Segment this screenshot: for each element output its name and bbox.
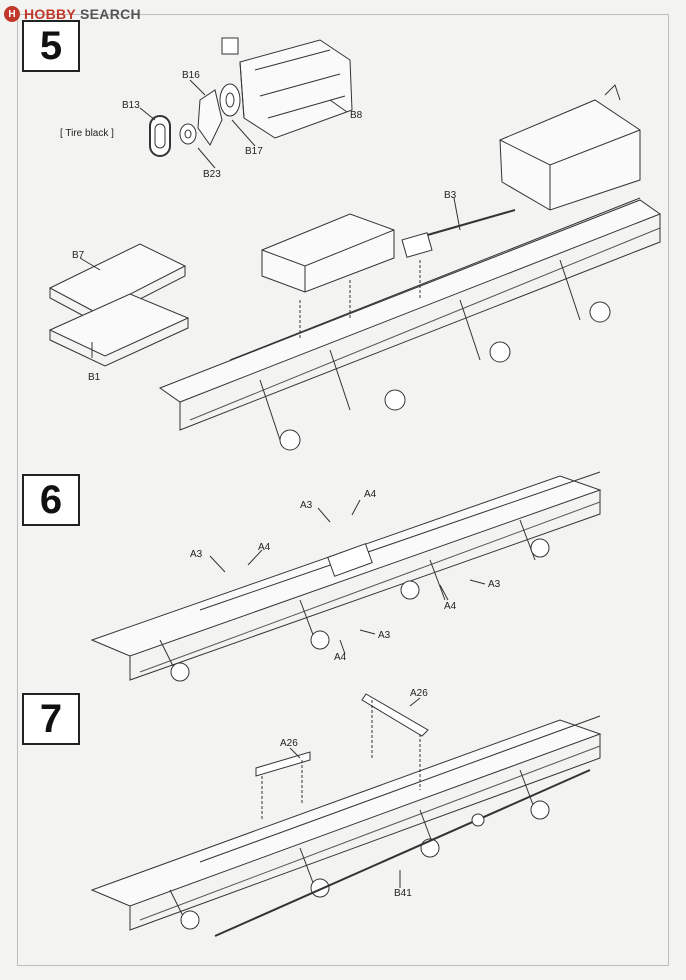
part-label-a3-3: A3 — [488, 579, 501, 590]
part-label-a3-4: A3 — [378, 630, 391, 641]
step-number-6: 6 — [22, 474, 80, 526]
part-label-b7: B7 — [72, 250, 85, 261]
hub-b23-drawing — [179, 123, 197, 145]
chassis-frame-step5 — [158, 197, 662, 451]
part-label-b41: B41 — [394, 888, 412, 899]
step-7-illustration — [90, 693, 602, 937]
page-frame — [17, 14, 669, 966]
spare-bracket-drawing — [197, 83, 241, 146]
part-label-b16: B16 — [182, 70, 200, 81]
watermark: H HOBBY SEARCH — [4, 4, 141, 24]
watermark-text: HOBBY SEARCH — [24, 6, 141, 22]
part-label-a4-4: A4 — [334, 652, 347, 663]
part-label-b13: B13 — [122, 100, 140, 111]
tire-black-note: [ Tire black ] — [60, 128, 114, 139]
fuel-tank-b8-drawing — [221, 37, 353, 139]
battery-box-drawing — [499, 84, 641, 211]
part-label-b1: B1 — [88, 372, 101, 383]
plate-b1-drawing — [48, 293, 190, 367]
part-label-a4-3: A4 — [444, 601, 457, 612]
part-label-b17: B17 — [245, 146, 263, 157]
watermark-logo-icon: H — [4, 6, 20, 22]
storage-box-drawing — [261, 213, 395, 293]
step-number-5: 5 — [22, 20, 80, 72]
part-label-a3-1: A3 — [300, 500, 313, 511]
part-label-a3-2: A3 — [190, 549, 203, 560]
part-label-a26-2: A26 — [280, 738, 298, 749]
part-label-b23: B23 — [203, 169, 221, 180]
part-label-b3: B3 — [444, 190, 457, 201]
part-label-a4-1: A4 — [364, 489, 377, 500]
watermark-brand: HOBBY — [24, 6, 76, 22]
tire-b13-drawing — [149, 115, 171, 157]
step-6-illustration — [90, 471, 602, 682]
part-label-b8: B8 — [350, 110, 363, 121]
step-5-illustration — [48, 37, 662, 451]
watermark-suffix: SEARCH — [80, 6, 141, 22]
part-label-a4-2: A4 — [258, 542, 271, 553]
step-number-7: 7 — [22, 693, 80, 745]
part-label-a26-1: A26 — [410, 688, 428, 699]
